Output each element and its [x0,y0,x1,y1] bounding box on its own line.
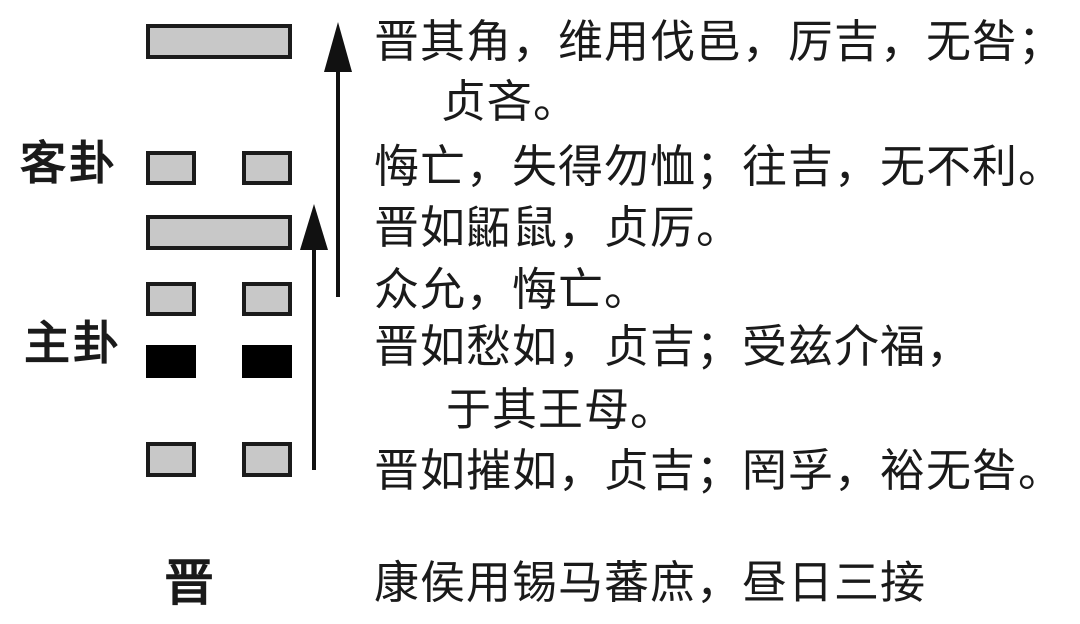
hexagram-line-1-yin-left-bar [146,442,196,477]
upper-trigram-label: 客卦 [20,136,118,190]
short-up-arrow-icon [300,204,328,470]
lower-trigram-label: 主卦 [24,316,122,370]
line-1-statement: 晋如摧如，贞吉；罔孚，裕无咎。 [374,444,1065,497]
line-2-statement-part2: 于其王母。 [446,383,677,436]
line-6-statement-part2: 贞吝。 [441,75,580,128]
hexagram-line-1-yin-right-bar [242,442,292,477]
line-4-statement: 晋如鼫鼠，贞厉。 [374,201,743,254]
line-2-statement-part1: 晋如愁如，贞吉；受兹介福， [374,320,973,373]
hexagram-line-6-yang-bar [146,24,292,59]
hexagram-name: 晋 [164,554,214,612]
judgment-text: 康侯用锡马蕃庶，昼日三接 [374,556,927,609]
hexagram-line-5-yin-left-bar [146,151,196,185]
hexagram-line-5-yin-right-bar [242,151,292,185]
hexagram-line-3-yin-right-bar [242,282,292,316]
hexagram-line-2-yin-left-bar-highlighted [146,345,196,378]
tall-up-arrow-icon [324,22,352,297]
line-6-statement-part1: 晋其角，维用伐邑，厉吉，无咎； [374,15,1065,68]
hexagram-line-4-yang-bar [146,215,292,250]
hexagram-line-2-yin-right-bar-highlighted [242,345,292,378]
hexagram-line-3-yin-left-bar [146,282,196,316]
line-5-statement: 悔亡，失得勿恤；往吉，无不利。 [374,140,1065,193]
line-3-statement: 众允，悔亡。 [374,263,651,316]
